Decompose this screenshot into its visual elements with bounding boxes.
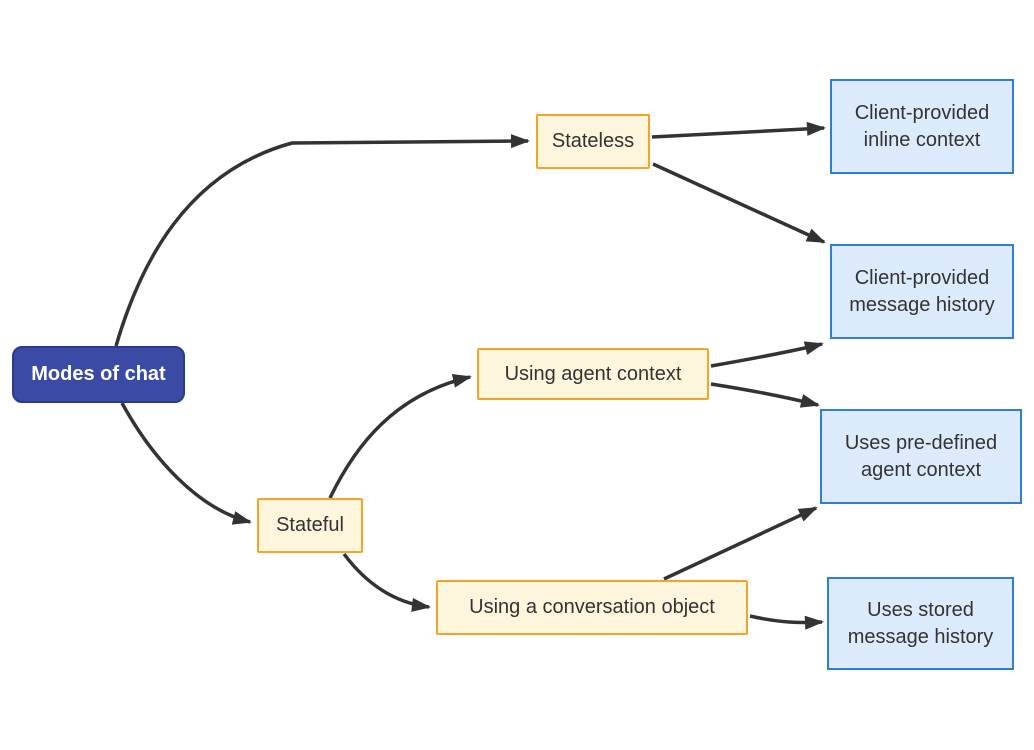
node-client-provided-message-history: Client-provided message history	[830, 244, 1014, 339]
edge-stateful-to-agent-context	[328, 373, 472, 499]
edge-conversation-to-predefined-context	[663, 506, 818, 581]
node-client-provided-inline-context-label: Client-provided inline context	[854, 101, 990, 151]
node-client-provided-inline-context: Client-provided inline context	[830, 79, 1014, 174]
edge-stateful-to-conversation	[342, 552, 431, 612]
edge-conversation-to-stored-history	[749, 614, 824, 630]
edge-agent-context-to-predefined-context	[710, 382, 820, 408]
node-uses-predefined-agent-context-label: Uses pre-defined agent context	[844, 431, 998, 481]
node-using-agent-context: Using agent context	[477, 348, 709, 400]
node-modes-of-chat: Modes of chat	[12, 346, 185, 403]
node-stateful: Stateful	[257, 498, 363, 553]
node-using-agent-context-label: Using agent context	[504, 362, 682, 385]
node-using-conversation-object: Using a conversation object	[436, 580, 748, 635]
node-uses-stored-message-history: Uses stored message history	[827, 577, 1014, 670]
node-stateless-label: Stateless	[551, 130, 635, 152]
node-client-provided-message-history-label: Client-provided message history	[849, 266, 995, 316]
edge-agent-context-to-message-history	[710, 341, 824, 368]
edge-stateless-to-message-history	[652, 162, 826, 244]
edge-modes-to-stateless	[114, 134, 530, 347]
node-stateless: Stateless	[536, 114, 650, 169]
edge-stateless-to-inline-context	[651, 121, 826, 139]
node-uses-predefined-agent-context: Uses pre-defined agent context	[820, 409, 1022, 504]
node-using-conversation-object-label: Using a conversation object	[469, 596, 715, 618]
edge-modes-to-stateful	[120, 402, 252, 525]
node-modes-of-chat-label: Modes of chat	[31, 363, 166, 385]
node-stateful-label: Stateful	[276, 514, 344, 536]
node-uses-stored-message-history-label: Uses stored message history	[847, 598, 994, 648]
